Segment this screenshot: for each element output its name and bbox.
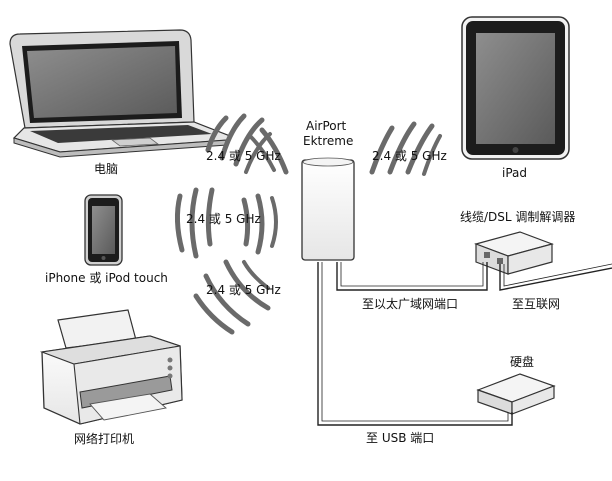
ipad-label: iPad [502, 166, 528, 180]
laptop-icon [9, 29, 231, 158]
ethernet-cable [336, 262, 488, 291]
usb-cable [317, 262, 513, 426]
base-station-icon [301, 157, 355, 261]
iphone-label: iPhone 或 iPod touch [45, 271, 168, 285]
iphone-icon [84, 194, 123, 266]
printer-icon [39, 309, 183, 425]
modem-label: 线缆/DSL 调制解调器 [460, 210, 576, 224]
wifi-waves-printer [193, 259, 271, 335]
wifi-waves-ipad [369, 121, 442, 176]
internet-label: 至互联网 [512, 297, 561, 311]
internet-cable [499, 263, 612, 291]
printer-label: 网络打印机 [74, 432, 135, 446]
harddisk-label: 硬盘 [510, 355, 535, 369]
base-station-name-line2: Ektreme [303, 134, 354, 148]
hard-disk-icon [476, 373, 556, 415]
wireless-label-laptop: 2.4 或 5 GHz [206, 149, 281, 163]
ipad-icon [461, 16, 570, 160]
wifi-waves-iphone [174, 187, 278, 259]
wireless-label-iphone: 2.4 或 5 GHz [186, 212, 261, 226]
wifi-waves-laptop [205, 113, 289, 175]
usb-port-label: 至 USB 端口 [366, 431, 435, 445]
wan-port-label: 至以太广域网端口 [362, 297, 459, 311]
wireless-label-printer: 2.4 或 5 GHz [206, 283, 281, 297]
wireless-label-ipad: 2.4 或 5 GHz [372, 149, 447, 163]
base-station-name-line1: AirPort [306, 119, 347, 133]
laptop-label: 电脑 [94, 162, 119, 176]
